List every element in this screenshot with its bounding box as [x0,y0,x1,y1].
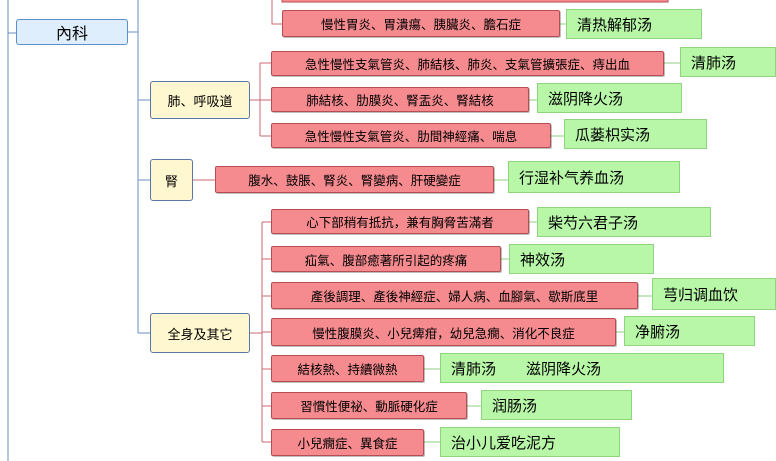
remedy-node[interactable]: 净腑汤 [624,316,755,346]
symptom-node[interactable]: 產後調理、產後神經症、婦人病、血腳氣、歇斯底里 [271,282,638,309]
category-lung-respiratory[interactable]: 肺、呼吸道 [150,81,250,119]
remedy-node[interactable]: 滋阴降火汤 [537,83,682,113]
symptom-node[interactable]: 慢性胃炎、胃潰瘍、胰臟炎、膽石症 [282,10,560,37]
remedy-node[interactable]: 润肠汤 [481,390,632,420]
remedy-node[interactable]: 柴芍六君子汤 [537,207,711,237]
remedy-node[interactable]: 清肺汤 滋阴降火汤 [440,353,724,383]
root-node[interactable]: 內科 [16,19,128,45]
category-general-other[interactable]: 全身及其它 [150,313,250,353]
symptom-node[interactable]: 小兒癇症、異食症 [271,429,424,456]
remedy-node[interactable]: 行湿补气养血汤 [508,161,680,193]
remedy-node[interactable]: 治小儿爱吃泥方 [440,427,620,457]
remedy-node[interactable]: 清肺汤 [680,47,776,77]
category-kidney[interactable]: 腎 [150,159,193,201]
remedy-node[interactable]: 芎归调血饮 [652,278,776,310]
symptom-node[interactable]: 疝氣、腹部癒著所引起的疼痛 [271,246,501,272]
remedy-node[interactable]: 清热解郁汤 [566,9,702,39]
symptom-node[interactable]: 腹水、鼓脹、腎炎、腎變病、肝硬變症 [215,166,494,193]
symptom-node[interactable]: 慢性腹膜炎、小兒痺疳，幼兒急癇、消化不良症 [271,318,616,346]
remedy-node[interactable]: 瓜蒌枳实汤 [564,119,707,149]
symptom-node[interactable]: 心下部稍有抵抗，兼有胸脅苦滿者 [271,209,529,234]
symptom-connector-line [271,0,282,25]
remedy-node[interactable]: 神效汤 [509,244,654,274]
symptom-node[interactable]: 急性慢性支氣管炎、肺結核、肺炎、支氣管擴張症、痔出血 [271,51,664,76]
symptom-node[interactable]: 肺結核、肋膜炎、腎盂炎、腎結核 [271,87,529,112]
symptom-node[interactable]: 急性慢性支氣管炎、肋間神經痛、喘息 [271,123,551,148]
symptom-node[interactable]: 結核熱、持續微熱 [271,355,424,382]
cutoff-symptom-fragment [281,0,669,3]
symptom-node[interactable]: 習慣性便祕、動脈硬化症 [271,392,467,419]
trunk-connector-line [128,0,139,33]
